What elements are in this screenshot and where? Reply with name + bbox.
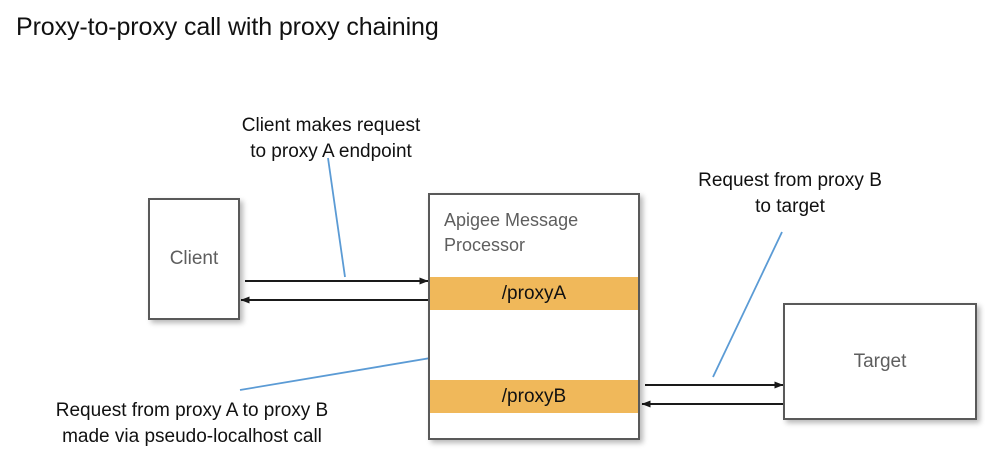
message-processor-label: Apigee Message Processor — [444, 210, 579, 255]
annotation-target-request: Request from proxy B to target — [698, 170, 882, 217]
node-client[interactable]: Client — [148, 198, 240, 320]
node-target[interactable]: Target — [783, 303, 977, 420]
target-label: Target — [853, 350, 907, 372]
node-message-processor[interactable]: Apigee Message Processor /proxyA /proxyB — [428, 193, 640, 440]
proxy-b-band[interactable]: /proxyB — [430, 380, 638, 413]
client-label: Client — [169, 248, 219, 269]
proxy-a-band[interactable]: /proxyA — [430, 277, 638, 310]
annotation-client-request: Client makes request to proxy A endpoint — [241, 115, 421, 162]
leader-line-client-annotation — [327, 157, 346, 278]
page-title: Proxy-to-proxy call with proxy chaining — [16, 13, 439, 41]
leader-line-target-annotation — [712, 231, 783, 378]
annotation-chaining-note: Request from proxy A to proxy B made via… — [55, 400, 329, 447]
